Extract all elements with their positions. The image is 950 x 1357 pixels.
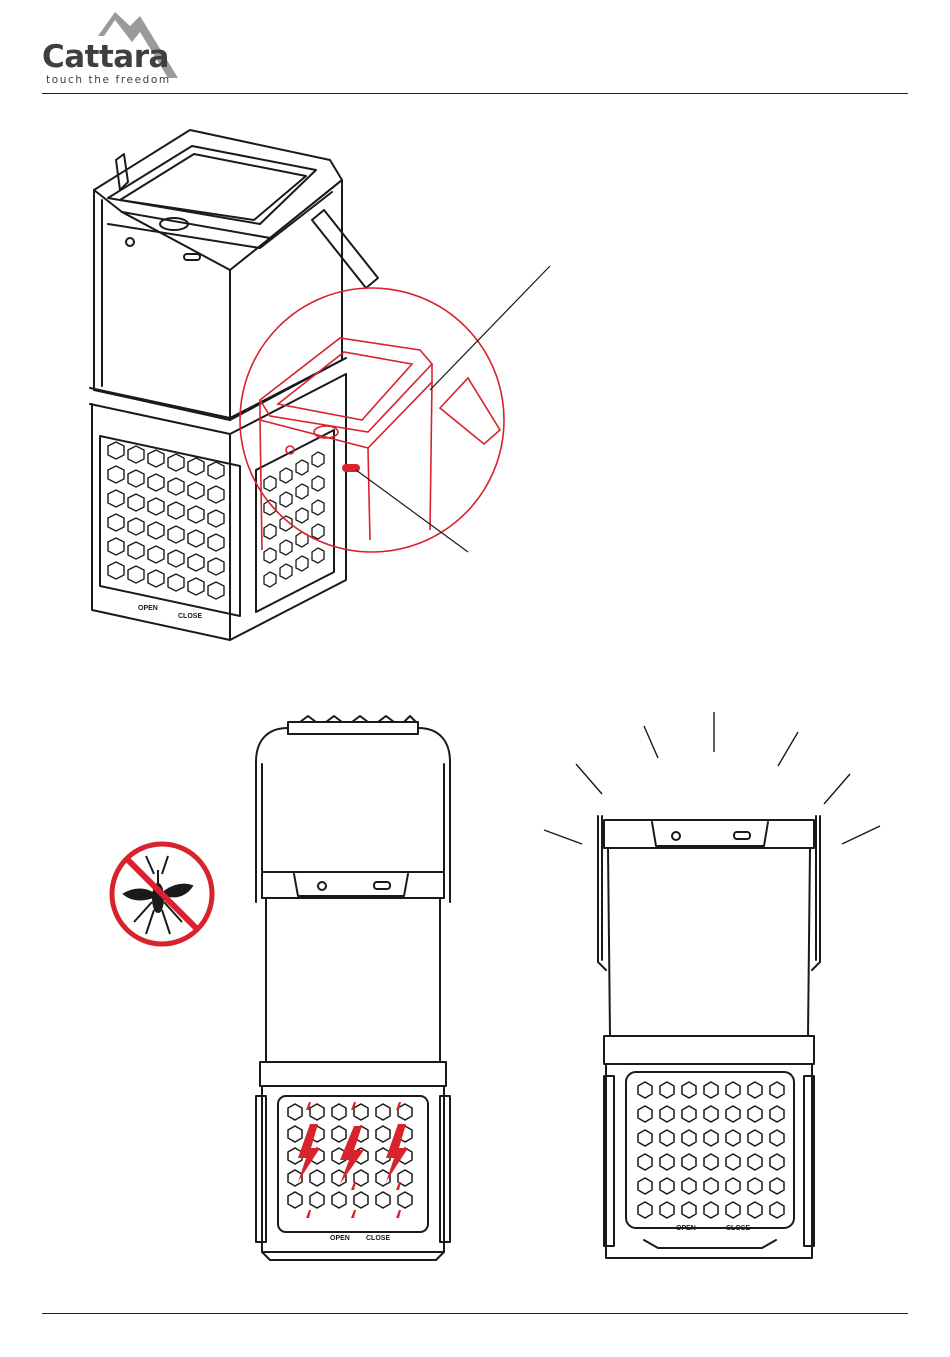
open-marking: OPEN <box>676 1225 696 1232</box>
open-marking: OPEN <box>138 605 158 612</box>
light-ray-icon <box>544 712 880 844</box>
lantern-perspective-figure: OPEN CLOSE <box>80 120 560 660</box>
honeycomb-grille <box>108 442 224 599</box>
header-rule <box>42 93 908 94</box>
open-marking: OPEN <box>330 1235 350 1242</box>
close-marking: CLOSE <box>726 1225 750 1232</box>
close-marking: CLOSE <box>366 1235 390 1242</box>
brand-tagline: touch the freedom <box>46 74 171 86</box>
lantern-zapper-figure: OPEN CLOSE <box>248 712 466 1272</box>
honeycomb-grille <box>638 1082 784 1218</box>
brand-name: Cattara <box>42 39 169 75</box>
lantern-light-figure: OPEN CLOSE <box>540 708 890 1274</box>
footer-rule <box>42 1313 908 1314</box>
close-marking: CLOSE <box>178 613 202 620</box>
no-mosquito-icon <box>106 838 218 950</box>
